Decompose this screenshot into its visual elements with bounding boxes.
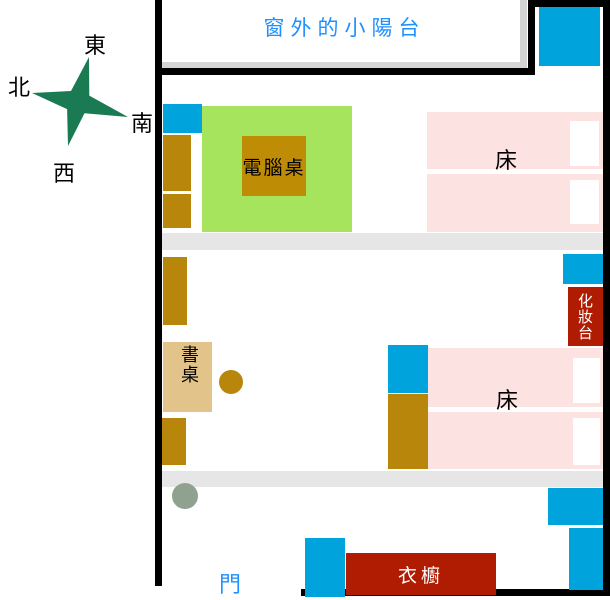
bed-top-label: 床	[495, 149, 518, 174]
bed-top-pillow-1	[570, 121, 599, 166]
balcony-cyan-item	[539, 7, 600, 66]
bed-middle-label: 床	[496, 389, 519, 414]
door-label: 門	[219, 573, 242, 598]
section1-cyan-item	[163, 104, 202, 133]
section3-cyan-item-2	[569, 528, 603, 590]
bed-top-pillow-2	[570, 180, 599, 224]
section2-gold-item-3	[388, 394, 428, 469]
bed-middle-pillow-2	[573, 418, 600, 465]
balcony-rail-shadow-h	[162, 62, 527, 68]
divider-2	[162, 471, 603, 487]
writing-desk-label: 書桌	[178, 345, 199, 385]
dresser-label: 化妝台	[576, 292, 594, 341]
compass-north-label: 北	[8, 76, 31, 101]
wardrobe-cyan-item	[305, 538, 345, 597]
section2-cyan-item	[388, 345, 428, 393]
balcony-right-wall	[528, 0, 535, 75]
bed-middle-split	[428, 407, 603, 412]
top-right-wall	[528, 0, 610, 7]
section2-gold-item-2	[162, 418, 186, 465]
wardrobe: 衣櫥	[346, 553, 496, 595]
section1-gold-item-1	[163, 135, 191, 191]
compass-west-label: 西	[53, 162, 76, 187]
balcony-label: 窗外的小陽台	[263, 16, 426, 40]
section3-cyan-item-1	[548, 488, 603, 525]
bed-top-split	[427, 169, 603, 174]
balcony-bottom-wall	[155, 68, 535, 75]
wardrobe-label: 衣櫥	[397, 564, 444, 587]
right-wall	[603, 0, 610, 596]
section1-gold-item-2	[163, 194, 191, 228]
bed-middle-pillow-1	[573, 358, 600, 403]
dresser: 化妝台	[568, 287, 603, 346]
balcony-rail-shadow-v	[520, 0, 527, 62]
compass-south-label: 南	[131, 112, 154, 137]
floor-circle	[172, 483, 198, 509]
writing-desk: 書桌	[163, 342, 212, 412]
section2-gold-item-1	[163, 257, 187, 325]
left-wall	[155, 0, 162, 586]
compass-star	[32, 57, 128, 146]
divider-1	[162, 233, 603, 250]
computer-desk-label: 電腦桌	[242, 156, 306, 179]
compass-east-label: 東	[84, 34, 107, 59]
desk-chair	[219, 370, 243, 394]
computer-desk: 電腦桌	[242, 136, 306, 196]
dresser-cyan-item	[563, 254, 603, 284]
